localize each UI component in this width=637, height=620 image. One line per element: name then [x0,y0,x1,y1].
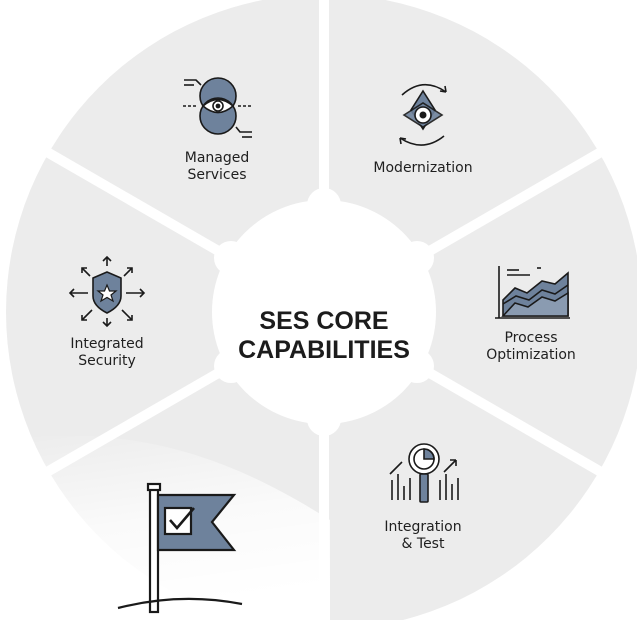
center-title-line2: CAPABILITIES [238,336,410,364]
segment-label-managed-line2: Services [187,167,246,183]
magnifier-bars-icon [389,443,459,503]
center-title-line1: SES CORE [259,307,388,335]
segment-process-optimization: Process Optimization [486,266,576,363]
segment-label-process-line1: Process [504,330,557,346]
segment-label-modernization: Modernization [373,160,472,176]
segment-label-managed-line1: Managed [185,150,250,166]
segment-label-integration-line2: & Test [402,536,445,552]
segment-label-security-line1: Integrated [70,336,143,352]
segment-label-integration-line1: Integration [384,519,461,535]
flag-check-icon [117,482,243,614]
hub-nodes [214,188,434,436]
segment-integrated-security: Integrated Security [68,255,146,369]
area-chart-icon [495,266,570,319]
eye-venn-icon [183,77,252,138]
hub-center [232,220,416,404]
segment-label-process-line2: Optimization [486,347,576,363]
rotate-target-icon [399,83,447,146]
segment-managed-services: Managed Services [183,77,252,183]
segment-integration-test: Integration & Test [384,443,462,552]
segment-modernization: Modernization [373,83,473,176]
segment-label-security-line2: Security [78,353,136,369]
shield-star-icon [68,255,146,328]
segment-mission [117,482,243,614]
